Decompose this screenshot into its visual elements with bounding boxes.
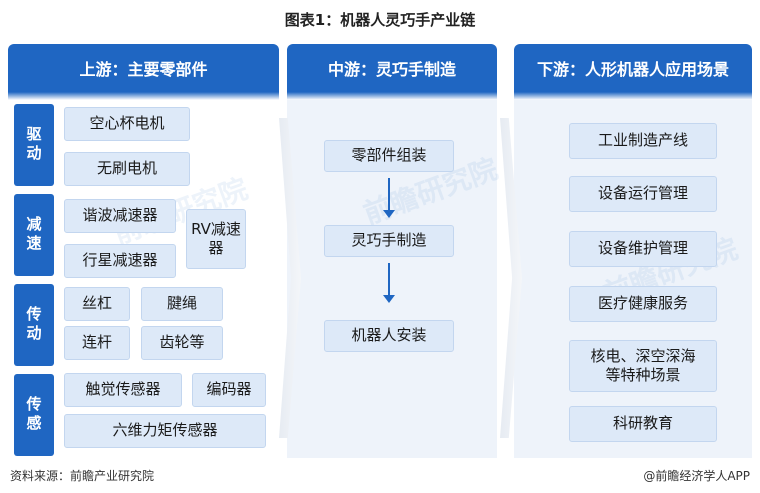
scene-box: 设备运行管理 bbox=[569, 176, 717, 212]
scene-box: 工业制造产线 bbox=[569, 123, 717, 159]
category-transmission: 传动 bbox=[14, 284, 54, 366]
component-box: 谐波减速器 bbox=[64, 199, 176, 233]
component-box: 连杆 bbox=[64, 326, 130, 360]
scene-box: 核电、深空深海等特种场景 bbox=[569, 340, 717, 392]
mid-step-box: 零部件组装 bbox=[324, 140, 454, 172]
header-upstream: 上游：主要零部件 bbox=[8, 44, 279, 100]
chart-title: 图表1：机器人灵巧手产业链 bbox=[284, 11, 476, 29]
scene-box: 科研教育 bbox=[569, 406, 717, 442]
component-box: 空心杯电机 bbox=[64, 107, 190, 141]
header-midstream: 中游：灵巧手制造 bbox=[287, 44, 497, 100]
downstream-panel bbox=[514, 100, 752, 458]
category-reduction: 减速 bbox=[14, 194, 54, 276]
header-downstream: 下游：人形机器人应用场景 bbox=[514, 44, 752, 100]
down-arrow bbox=[383, 263, 395, 303]
category-drive: 驱动 bbox=[14, 104, 54, 186]
component-box: 编码器 bbox=[192, 373, 266, 407]
down-arrow bbox=[383, 178, 395, 218]
component-box: 齿轮等 bbox=[141, 326, 223, 360]
component-box: 腱绳 bbox=[141, 287, 223, 321]
component-box: 行星减速器 bbox=[64, 244, 176, 278]
scene-box: 医疗健康服务 bbox=[569, 286, 717, 322]
mid-step-box: 灵巧手制造 bbox=[324, 225, 454, 257]
component-box: RV减速器 bbox=[186, 209, 246, 269]
component-box: 六维力矩传感器 bbox=[64, 414, 266, 448]
component-box: 无刷电机 bbox=[64, 152, 190, 186]
category-sensing: 传感 bbox=[14, 374, 54, 456]
mid-step-box: 机器人安装 bbox=[324, 320, 454, 352]
component-box: 触觉传感器 bbox=[64, 373, 182, 407]
scene-box: 设备维护管理 bbox=[569, 231, 717, 267]
credit-note: @前瞻经济学人APP bbox=[643, 469, 750, 483]
component-box: 丝杠 bbox=[64, 287, 130, 321]
source-note: 资料来源：前瞻产业研究院 bbox=[10, 469, 155, 483]
